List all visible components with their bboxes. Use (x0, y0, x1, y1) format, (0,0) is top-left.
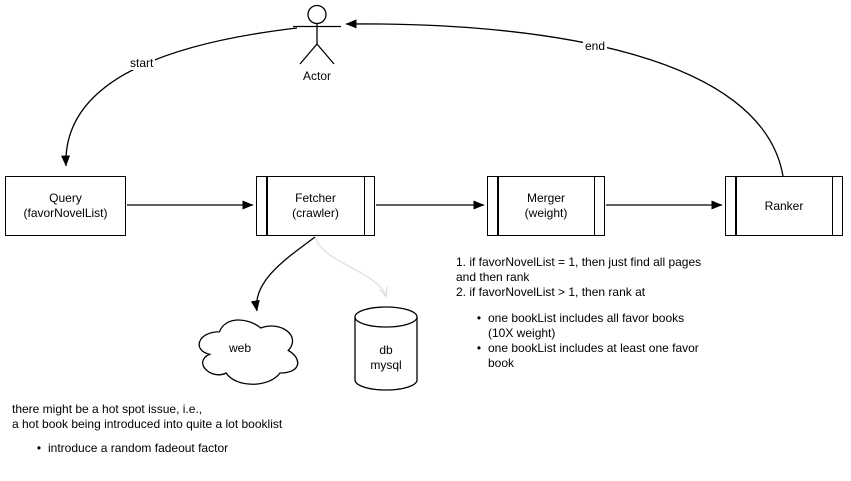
component-bar-icon (266, 177, 268, 235)
fetcher-node-title: Fetcher (295, 191, 336, 205)
hotspot-bullets: • introduce a random fadeout factor (30, 441, 330, 456)
actor-icon (293, 4, 341, 65)
start-edge-label: start (128, 56, 156, 70)
ranking-bullets: • one bookList includes all favor books … (470, 311, 770, 371)
bullet-line: one bookList includes all favor books (488, 311, 685, 325)
ranker-node-title: Ranker (764, 198, 804, 213)
fetcher-to-web-edge (250, 236, 316, 312)
bullet-icon: • (36, 441, 42, 455)
bullet-line: (10X weight) (488, 326, 556, 340)
component-bar-icon (735, 177, 737, 235)
query-node: Query (favorNovelList) (5, 176, 126, 236)
component-bar-icon (593, 177, 595, 235)
end-edge (345, 19, 784, 177)
merger-node-title: Merger (526, 191, 565, 205)
component-bar-icon (831, 177, 833, 235)
fetcher-to-db-edge (315, 237, 386, 296)
list-item: • introduce a random fadeout factor (30, 441, 330, 456)
db-label-line2: mysql (370, 358, 402, 372)
bullet-line: book (488, 356, 515, 370)
ranking-rule-line: 2. if favorNovelList > 1, then rank at (456, 285, 646, 299)
bullet-line: one bookList includes at least one favor (488, 341, 699, 355)
component-bar-icon (497, 177, 499, 235)
ranking-rule-line: 1. if favorNovelList = 1, then just find… (456, 255, 702, 269)
hotspot-line: there might be a hot spot issue, i.e., (12, 402, 203, 416)
hotspot-line: a hot book being introduced into quite a… (12, 417, 283, 431)
merger-node: Merger (weight) (487, 176, 605, 236)
web-cloud-label: web (228, 341, 251, 355)
query-node-title: Query (49, 191, 82, 205)
db-cylinder (354, 306, 418, 391)
bullet-line: introduce a random fadeout factor (48, 441, 229, 455)
ranking-rules-note: 1. if favorNovelList = 1, then just find… (456, 255, 766, 300)
fetcher-node: Fetcher (crawler) (256, 176, 375, 236)
list-item: • one bookList includes at least one fav… (470, 341, 770, 371)
query-node-subtitle: (favorNovelList) (23, 206, 108, 220)
start-edge (61, 27, 298, 167)
list-item: • one bookList includes all favor books … (470, 311, 770, 341)
end-edge-label: end (583, 39, 608, 53)
web-cloud (198, 319, 299, 385)
fetcher-node-subtitle: (crawler) (292, 206, 339, 220)
hotspot-note: there might be a hot spot issue, i.e., a… (12, 402, 332, 432)
bullet-icon: • (476, 341, 482, 355)
ranker-node: Ranker (725, 176, 843, 236)
merger-node-subtitle: (weight) (524, 206, 568, 220)
component-bar-icon (363, 177, 365, 235)
ranking-rule-line: and then rank (456, 270, 530, 284)
actor-label: Actor (302, 69, 331, 83)
db-label-line1: db (379, 343, 393, 357)
bullet-icon: • (476, 311, 482, 325)
db-cylinder-label: db mysql (356, 343, 416, 373)
